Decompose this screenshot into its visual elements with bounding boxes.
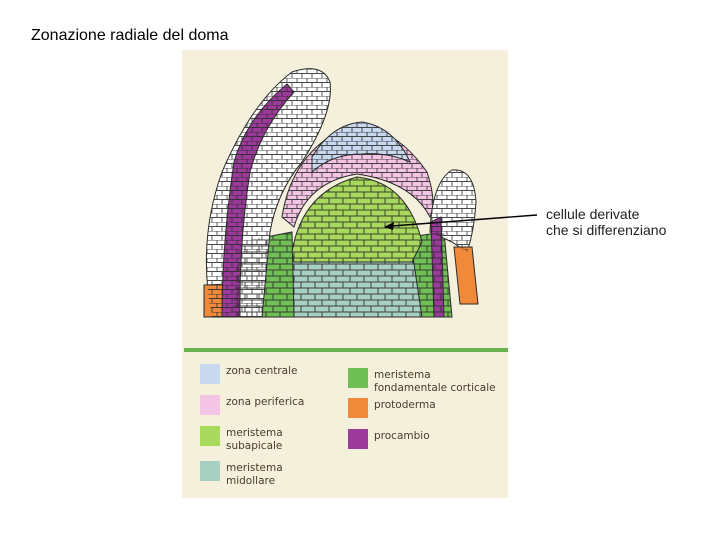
legend-swatch-meristema-subapicale — [200, 426, 220, 446]
legend-swatch-protoderma — [348, 398, 368, 418]
legend-label-meristema-midollare-line-2: midollare — [226, 475, 275, 487]
annotation-line-2: che si differenziano — [546, 222, 667, 238]
legend-swatch-zona-centrale — [200, 364, 220, 384]
legend-swatch-zona-periferica — [200, 395, 220, 415]
legend-label-meristema-fondamentale-corticale-line-1: meristema — [374, 369, 431, 381]
legend-label-zona-centrale: zona centrale — [226, 365, 298, 377]
legend-label-zona-periferica: zona periferica — [226, 396, 304, 408]
legend-label-meristema-fondamentale-corticale-line-2: fondamentale corticale — [374, 382, 496, 394]
legend-label-meristema-subapicale-line-2: subapicale — [226, 440, 282, 452]
legend-label-meristema-midollare-line-1: meristema — [226, 462, 283, 474]
legend-label-procambio: procambio — [374, 430, 430, 442]
annotation-line-1: cellule derivate — [546, 206, 640, 222]
legend-label-meristema-subapicale-line-1: meristema — [226, 427, 283, 439]
legend-swatch-procambio — [348, 429, 368, 449]
annotation-label: cellule derivate che si differenziano — [546, 206, 666, 238]
legend-swatch-meristema-midollare — [200, 461, 220, 481]
slide-title: Zonazione radiale del doma — [31, 27, 229, 44]
dome-illustration — [203, 68, 479, 318]
legend-label-protoderma: protoderma — [374, 399, 436, 411]
legend-swatch-meristema-fondamentale-corticale — [348, 368, 368, 388]
divider-line — [184, 348, 508, 352]
